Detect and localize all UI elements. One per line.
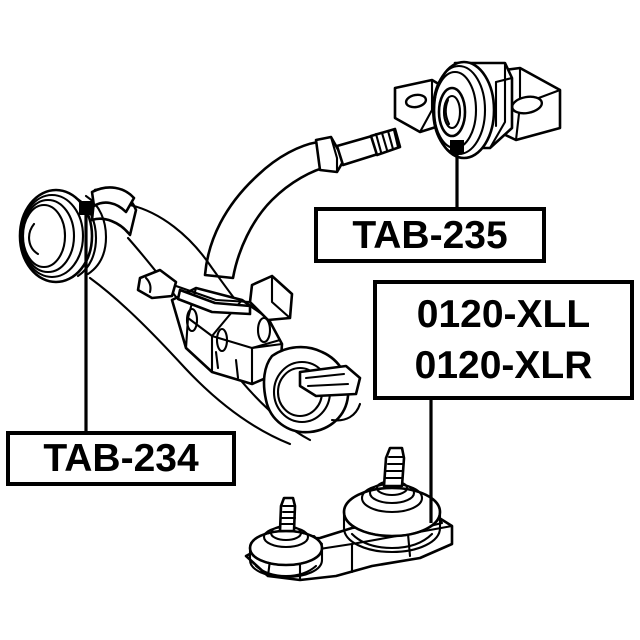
label-text-tab-234: TAB-234 [43,437,199,480]
part-ball-joints [244,446,454,582]
label-box-tab-235[interactable]: TAB-235 [314,207,546,263]
label-box-ball-joints[interactable]: 0120-XLL 0120-XLR [373,280,634,400]
label-text-0120-xlr: 0120-XLR [414,343,593,387]
square-marker-icon [79,201,93,215]
label-box-tab-234[interactable]: TAB-234 [6,431,236,486]
part-rear-bushing-assembly [393,60,562,160]
leader-tab235 [450,140,464,207]
part-control-arm [18,127,402,446]
label-text-tab-235: TAB-235 [352,213,508,257]
leader-tab234 [79,201,93,431]
square-marker-icon [450,140,464,154]
label-text-0120-xll: 0120-XLL [416,293,591,337]
